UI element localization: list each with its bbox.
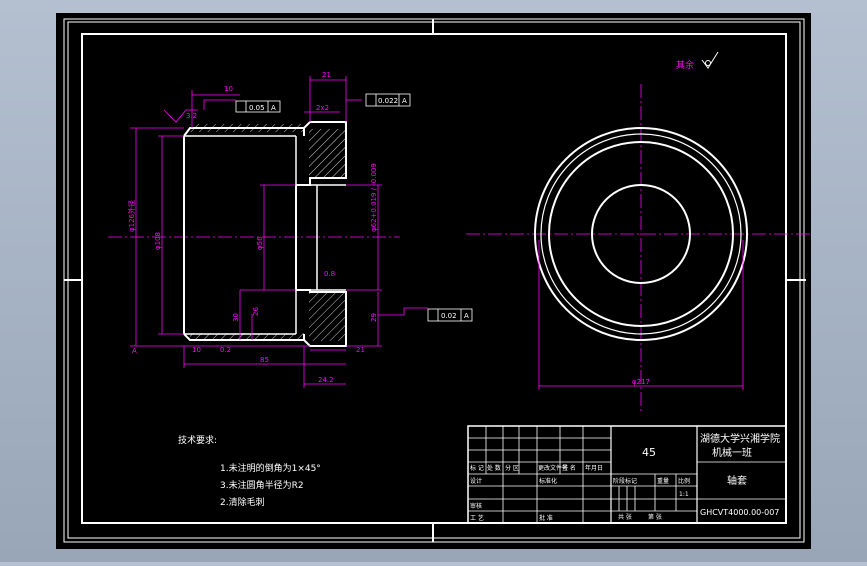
tech-req-item-3: 2.清除毛刺: [220, 496, 265, 508]
roughness-note: 其余: [676, 51, 719, 71]
tech-req-item-1: 1.未注明的倒角为1×45°: [220, 462, 321, 474]
title-block: 标 记 处 数 分 区 更改文件号 签 名 年月日 设计 标准化 审核 工 艺 …: [467, 425, 787, 524]
roughness-note-label: 其余: [676, 59, 694, 71]
dim-phi217: φ217: [632, 378, 650, 386]
tb-approve: 批 准: [539, 514, 553, 522]
tech-requirements-title: 技术要求:: [178, 434, 217, 446]
dim-85: 85: [260, 356, 269, 364]
tb-standardize: 标准化: [539, 477, 557, 485]
dim-2x2: 2x2: [316, 104, 329, 112]
tol-right-ref: A: [464, 312, 469, 320]
dim-21-bottom: 21: [356, 346, 365, 354]
end-view-outer-circle: [534, 127, 748, 341]
tb-part-name: 轴套: [727, 474, 747, 487]
tb-scale-val: 1:1: [679, 491, 689, 498]
dim-10-top: 10: [224, 85, 233, 93]
dim-phi56: φ56: [256, 236, 264, 250]
end-view-bore-circle: [591, 184, 691, 284]
dim-30: 30: [232, 313, 240, 322]
tb-row-label-3: 分 区: [505, 464, 519, 472]
dim-0-8: 0.8: [324, 270, 335, 278]
tol-flat-ref: A: [271, 104, 276, 112]
tb-weight: 重量: [657, 477, 669, 485]
roughness-check-icon: [701, 51, 719, 69]
end-view-chamfer-circle: [540, 133, 742, 335]
drawing-sheet: [56, 13, 811, 549]
tb-sheet-no: 第 张: [648, 513, 662, 521]
end-view: φ217: [466, 84, 812, 412]
dim-3-2: 3.2: [186, 112, 197, 120]
tb-sheets: 共 张: [618, 513, 632, 521]
tb-design: 设计: [470, 477, 482, 485]
tech-req-item-2: 3.未注圆角半径为R2: [220, 479, 304, 491]
sheet-border: [63, 18, 806, 543]
tb-row-label-5: 签 名: [562, 464, 576, 472]
tb-scale: 比例: [678, 477, 690, 485]
tb-process: 工 艺: [470, 514, 484, 522]
tol-perp-frame: [365, 93, 411, 107]
tb-row-label-6: 年月日: [585, 464, 603, 472]
tolerance-frames: 0.05 A 0.022 A 0.02 A: [235, 93, 473, 322]
dim-10-bottom: 10: [192, 346, 201, 354]
tb-review: 审核: [470, 502, 482, 510]
tb-row-label-1: 标 记: [470, 464, 484, 472]
tb-row-label-2: 处 数: [487, 464, 501, 472]
tol-flat-value: 0.05: [249, 104, 265, 112]
dim-0-2: 0.2: [220, 346, 231, 354]
tb-school-line1: 湖德大学兴湘学院: [700, 432, 780, 445]
tech-requirements: 技术要求: 1.未注明的倒角为1×45° 3.未注圆角半径为R2 2.清除毛刺: [178, 434, 321, 508]
tol-flatness-frame: [235, 100, 281, 113]
dim-26: 26: [252, 307, 260, 316]
dim-phi62: φ62+0.019 / -0.009: [370, 163, 378, 232]
tb-school-line2: 机械一班: [712, 446, 752, 459]
section-dimensions: [130, 76, 428, 388]
tol-perp-value: 0.022: [378, 97, 398, 105]
dim-phi108: φ108: [154, 232, 162, 250]
tb-row-label-4: 更改文件号: [538, 464, 568, 472]
dim-phi126: φ126外径: [127, 200, 136, 232]
tb-drawing-no: GHCVT4000.00-007: [700, 508, 779, 517]
tb-stage-mark: 阶段标记: [613, 477, 637, 485]
dim-29: 29: [370, 313, 378, 322]
dimension-labels: 10 21 2x2 3.2 φ126外径 φ108 φ56 φ62+0.019 …: [127, 71, 378, 384]
tol-right-value: 0.02: [441, 312, 457, 320]
section-hatching: [190, 124, 346, 341]
tb-material: 45: [642, 446, 656, 459]
datum-a-label: A: [132, 347, 137, 355]
dim-24-2: 24.2: [318, 376, 334, 384]
tol-perp-ref: A: [402, 97, 407, 105]
dim-21-top: 21: [322, 71, 331, 79]
tol-right-frame: [427, 308, 473, 322]
end-view-inner-circle: [548, 141, 734, 327]
